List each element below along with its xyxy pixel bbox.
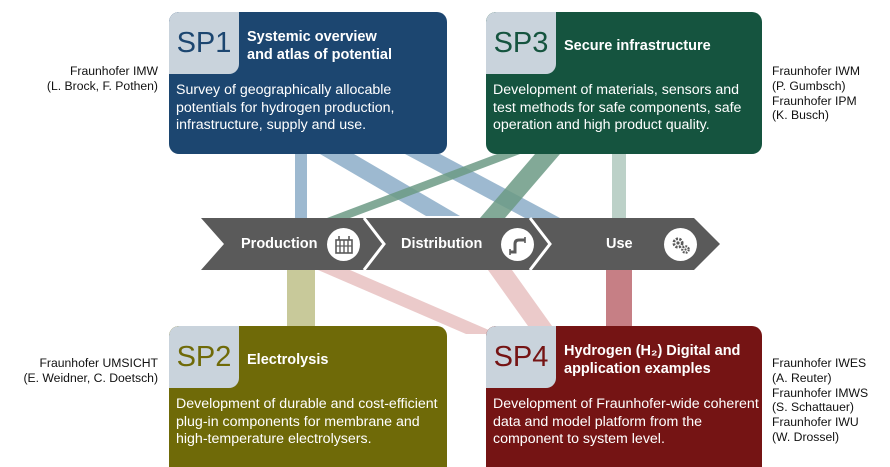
affiliation-line: Fraunhofer IWES — [772, 356, 867, 370]
affiliation-line: Fraunhofer IMWS — [772, 385, 869, 400]
stage-production-label: Production — [241, 236, 318, 252]
electrolyser-stack-icon — [327, 228, 360, 261]
link-sp2-production — [287, 270, 315, 326]
link-sp1-production — [295, 154, 307, 218]
sp4-title-line2: application examples — [564, 361, 711, 377]
stage-distribution-label: Distribution — [401, 236, 483, 252]
sp1-tag: SP1 — [169, 12, 239, 74]
affiliation-line: (A. Reuter) — [772, 370, 832, 385]
affiliation-line: (L. Brock, F. Pothen) — [46, 78, 158, 93]
affiliation-line: (E. Weidner, C. Doetsch) — [23, 370, 158, 385]
value-chain-arrow — [201, 218, 720, 270]
affiliation-line: (S. Schattauer) — [772, 400, 854, 415]
link-sp3-use — [612, 154, 626, 218]
sp4-title: Hydrogen (H₂) Digital and application ex… — [564, 334, 762, 386]
sp1-card: SP1 Systemic overview and atlas of poten… — [169, 12, 447, 154]
stage-use-label: Use — [606, 236, 633, 252]
chevron-separator-2 — [528, 217, 552, 271]
sp3-tag: SP3 — [486, 12, 556, 74]
affiliation-line: (W. Drossel) — [772, 429, 840, 444]
sp1-title-line2: and atlas of potential — [247, 47, 393, 63]
link-sp4-distribution — [488, 270, 552, 326]
sp3-title-line1: Secure infrastructure — [564, 38, 711, 54]
affiliation-line: Fraunhofer IPM — [772, 93, 857, 108]
sp1-description: Survey of geographically allocable poten… — [176, 82, 395, 134]
affiliation-line: Fraunhofer UMSICHT — [39, 356, 158, 370]
link-sp3-production — [327, 154, 520, 218]
affiliation-line: Fraunhofer IWM — [772, 64, 861, 78]
sp3-card: SP3 Secure infrastructure Development of… — [486, 12, 762, 154]
link-sp1-distribution — [320, 154, 460, 216]
sp2-card: SP2 Electrolysis Development of durable … — [169, 326, 447, 467]
sp1-title-line1: Systemic overview — [247, 29, 377, 45]
gears-icon — [664, 228, 697, 261]
affiliation-line: (K. Busch) — [772, 108, 829, 123]
sp3-affiliation: Fraunhofer IWM (P. Gumbsch) Fraunhofer I… — [772, 64, 860, 123]
sp4-title-line1: Hydrogen (H₂) Digital and — [564, 343, 741, 359]
sp2-affiliation: Fraunhofer UMSICHT (E. Weidner, C. Doets… — [23, 356, 158, 386]
sp1-affiliation: Fraunhofer IMW (L. Brock, F. Pothen) — [47, 64, 158, 94]
sp4-description: Development of Fraunhofer-wide coherent … — [493, 396, 759, 448]
sp4-card: SP4 Hydrogen (H₂) Digital and applicatio… — [486, 326, 762, 467]
link-sp4-use — [606, 270, 632, 326]
sp2-tag: SP2 — [169, 326, 239, 388]
link-sp1-use — [405, 154, 560, 218]
affiliation-line: (P. Gumbsch) — [772, 78, 846, 93]
affiliation-line: Fraunhofer IWU — [772, 415, 859, 430]
pipeline-icon — [501, 228, 534, 261]
affiliation-line: Fraunhofer IMW — [69, 64, 158, 78]
sp3-title: Secure infrastructure — [564, 20, 762, 72]
sp4-affiliation: Fraunhofer IWES (A. Reuter) Fraunhofer I… — [772, 356, 868, 445]
link-sp4-production — [318, 270, 498, 334]
sp3-description: Development of materials, sensors and te… — [493, 82, 742, 134]
sp2-description: Development of durable and cost-efficien… — [176, 396, 438, 448]
sp2-title-line1: Electrolysis — [247, 352, 329, 368]
chevron-separator-1 — [362, 217, 386, 271]
sp4-tag: SP4 — [486, 326, 556, 388]
sp1-title: Systemic overview and atlas of potential — [247, 20, 447, 72]
sp2-title: Electrolysis — [247, 334, 447, 386]
link-sp3-distribution — [480, 154, 560, 218]
